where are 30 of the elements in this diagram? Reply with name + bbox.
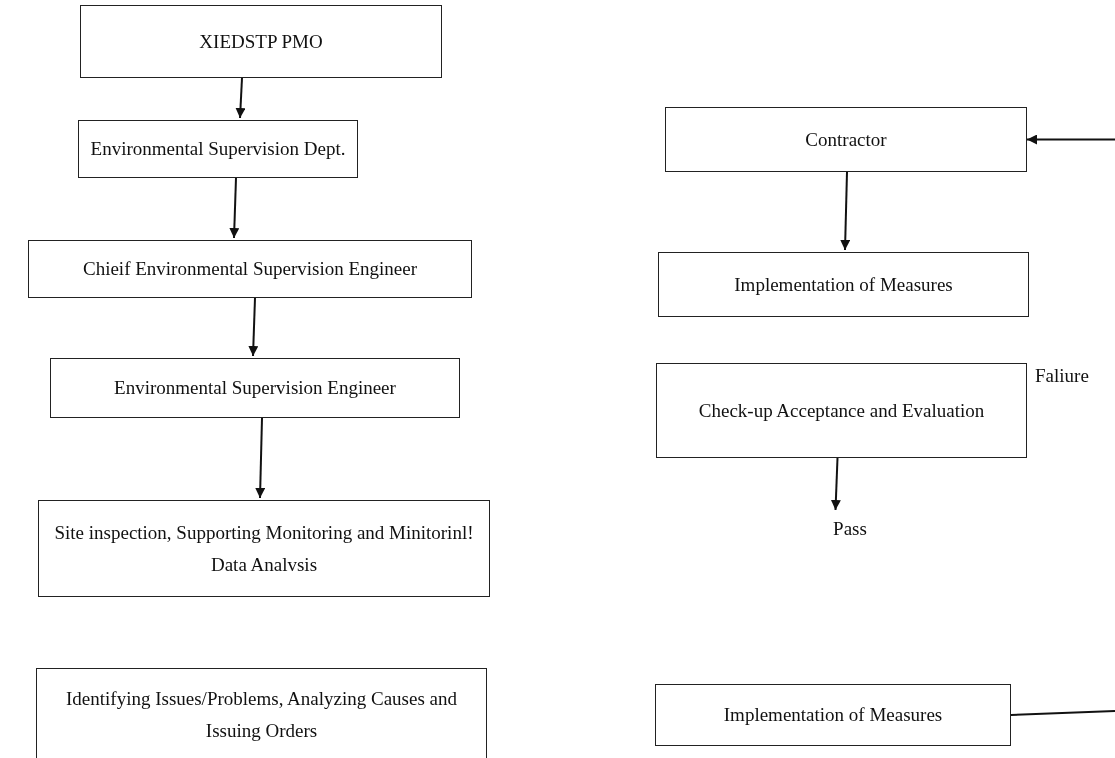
- arrow: [840, 171, 851, 251]
- outcome-label: Pass: [833, 517, 867, 541]
- process-box: [656, 363, 1027, 458]
- process-box: [36, 668, 487, 758]
- process-box: [80, 5, 442, 78]
- process-box: [655, 684, 1011, 746]
- process-box: [50, 358, 460, 418]
- connector-line: [1010, 710, 1115, 716]
- box-text: Identifying Issues/Problems, Analyzing Causes and Issuing Orders: [65, 686, 458, 743]
- box-text: Chieif Environmental Supervision Engineer: [83, 257, 417, 281]
- process-box: [665, 107, 1027, 172]
- box-text: Implementation of Measures: [723, 703, 943, 727]
- arrow: [1026, 134, 1115, 145]
- arrow: [830, 457, 841, 511]
- box-text: Environmental Supervision Dept.: [90, 137, 346, 161]
- side-note: Faliure: [1035, 365, 1089, 387]
- process-box: [658, 252, 1029, 317]
- box-text: Contractor: [805, 127, 887, 152]
- process-box: [38, 500, 490, 597]
- process-box: [78, 120, 358, 178]
- box-text: Environmental Supervision Engineer: [114, 376, 396, 400]
- box-text: Site inspection, Supporting Monitoring and Minitorinl! Data Analvsis: [53, 520, 475, 577]
- box-text: XIEDSTP PMO: [199, 29, 323, 54]
- box-text: Implementation of Measures: [734, 272, 953, 297]
- arrow: [248, 297, 259, 357]
- arrow: [235, 77, 246, 119]
- arrow: [229, 177, 240, 239]
- arrow: [255, 417, 266, 499]
- process-box: [28, 240, 472, 298]
- box-text: Check-up Acceptance and Evaluation: [698, 398, 985, 423]
